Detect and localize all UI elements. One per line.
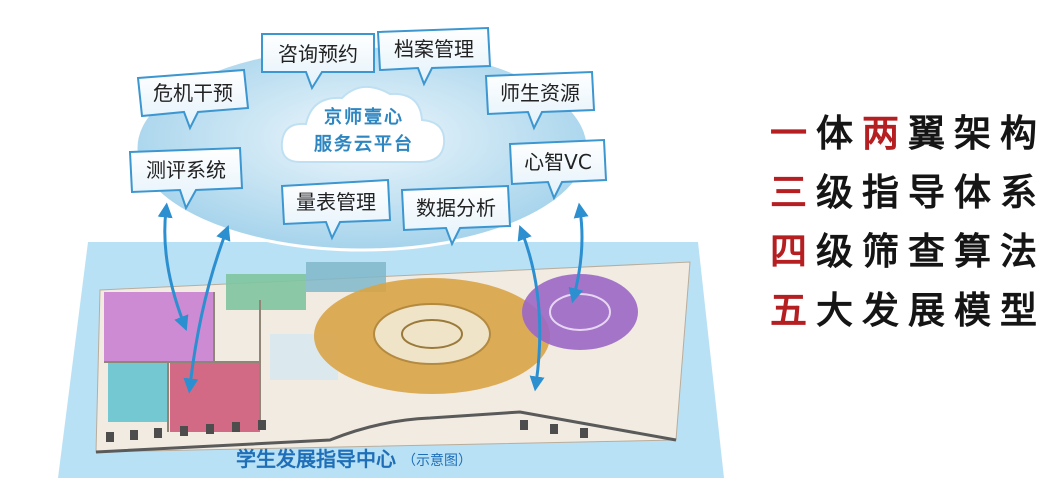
slogan-3-highlight: 四 [770,230,816,273]
slogan-line-4: 五大发展模型 [770,281,1037,340]
bubble-mindvc: 心智VC [508,138,608,201]
bubble-scale: 量表管理 [280,178,392,241]
slogan-1-mid: 体 [816,112,862,155]
bubble-archive-label: 档案管理 [394,37,474,61]
caption-main: 学生发展指导中心 [236,447,396,471]
cloud-title-line2: 服务云平台 [314,133,414,155]
slogan-2-rest: 级指导体系 [816,171,1044,214]
cloud-title-line1: 京师壹心 [324,106,404,128]
slogan-list: 一体两翼架构 三级指导体系 四级筛查算法 五大发展模型 [770,104,1037,340]
bubble-consult-label: 咨询预约 [278,42,358,66]
slogan-line-3: 四级筛查算法 [770,222,1037,281]
slogan-1-highlight2: 两 [862,112,908,155]
arrow-center-right [517,224,545,392]
room-purple [104,292,214,362]
diagram: 京师壹心 服务云平台 咨询预约 档案管理 危机干预 师生资源 测评系统 心智VC… [58,26,724,478]
caption-sub: （示意图） [402,452,472,469]
bubble-assessment-label: 测评系统 [146,158,226,182]
bubble-data: 数据分析 [400,184,512,247]
slogan-1-highlight: 一 [770,112,816,155]
arrow-center-left [183,224,231,394]
floor-plan [95,261,691,454]
atrium-platform [373,303,491,365]
room-teal [108,362,168,422]
bubble-resource: 师生资源 [484,70,596,131]
room-green [226,274,306,310]
bubble-crisis-label: 危机干预 [153,81,233,105]
room-red [170,362,260,432]
arrow-left [157,202,189,331]
bubble-resource-label: 师生资源 [500,81,580,105]
slogan-line-1: 一体两翼架构 [770,104,1037,163]
bubble-data-label: 数据分析 [416,196,496,220]
bubble-assessment: 测评系统 [128,146,244,211]
slogan-4-rest: 大发展模型 [816,289,1044,332]
slogan-3-rest: 级筛查算法 [816,230,1044,273]
slogan-line-2: 三级指导体系 [770,163,1037,222]
slogan-1-rest: 翼架构 [908,112,1044,155]
bubble-consult: 咨询预约 [261,33,375,91]
slogan-2-highlight: 三 [770,171,816,214]
bubble-mindvc-label: 心智VC [524,150,592,174]
slogan-4-highlight: 五 [770,289,816,332]
bubble-scale-label: 量表管理 [296,190,376,214]
cloud-icon [280,86,446,163]
bubble-crisis: 危机干预 [136,68,250,131]
room-round-purple [522,274,638,350]
bubble-archive: 档案管理 [376,26,492,87]
arrow-right [568,202,589,304]
